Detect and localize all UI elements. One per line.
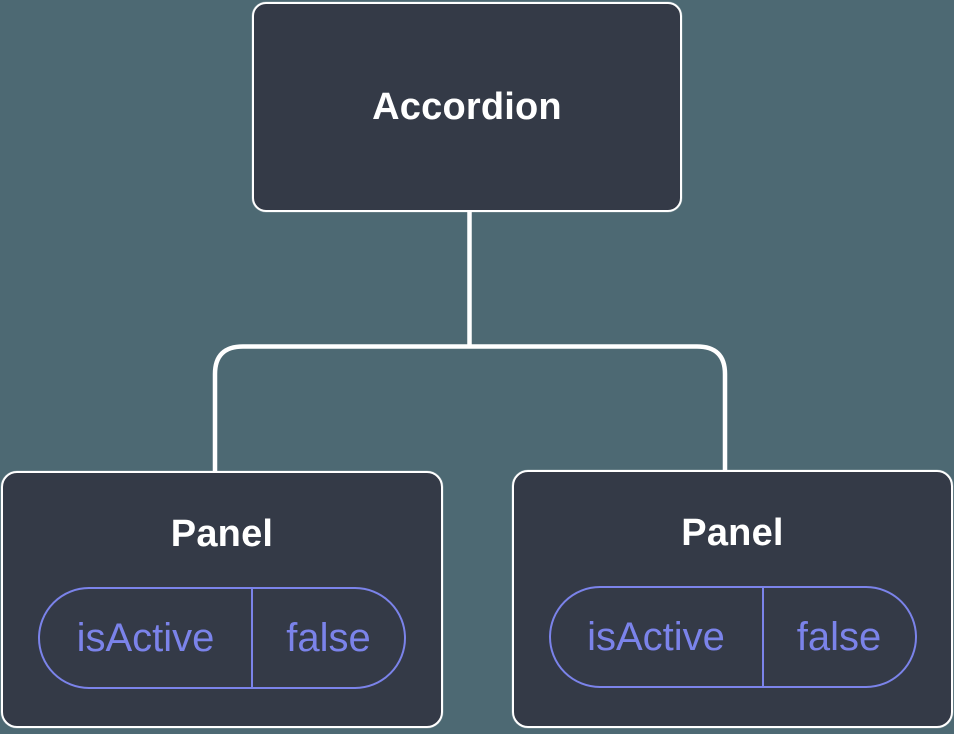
connector-branch	[212, 344, 728, 472]
component-node-accordion: Accordion	[252, 2, 682, 212]
component-node-panel-left: Panel isActive false	[1, 471, 443, 728]
component-node-panel-right: Panel isActive false	[512, 470, 953, 728]
state-value: false	[796, 614, 882, 659]
accordion-node-label: Accordion	[372, 85, 562, 128]
state-pill: isActive false	[38, 587, 406, 689]
state-name: isActive	[551, 588, 764, 686]
panel-node-label: Panel	[681, 512, 784, 554]
state-name: isActive	[40, 589, 253, 687]
panel-node-label: Panel	[170, 513, 274, 555]
state-pill: isActive false	[548, 586, 917, 688]
state-value: false	[286, 615, 371, 660]
